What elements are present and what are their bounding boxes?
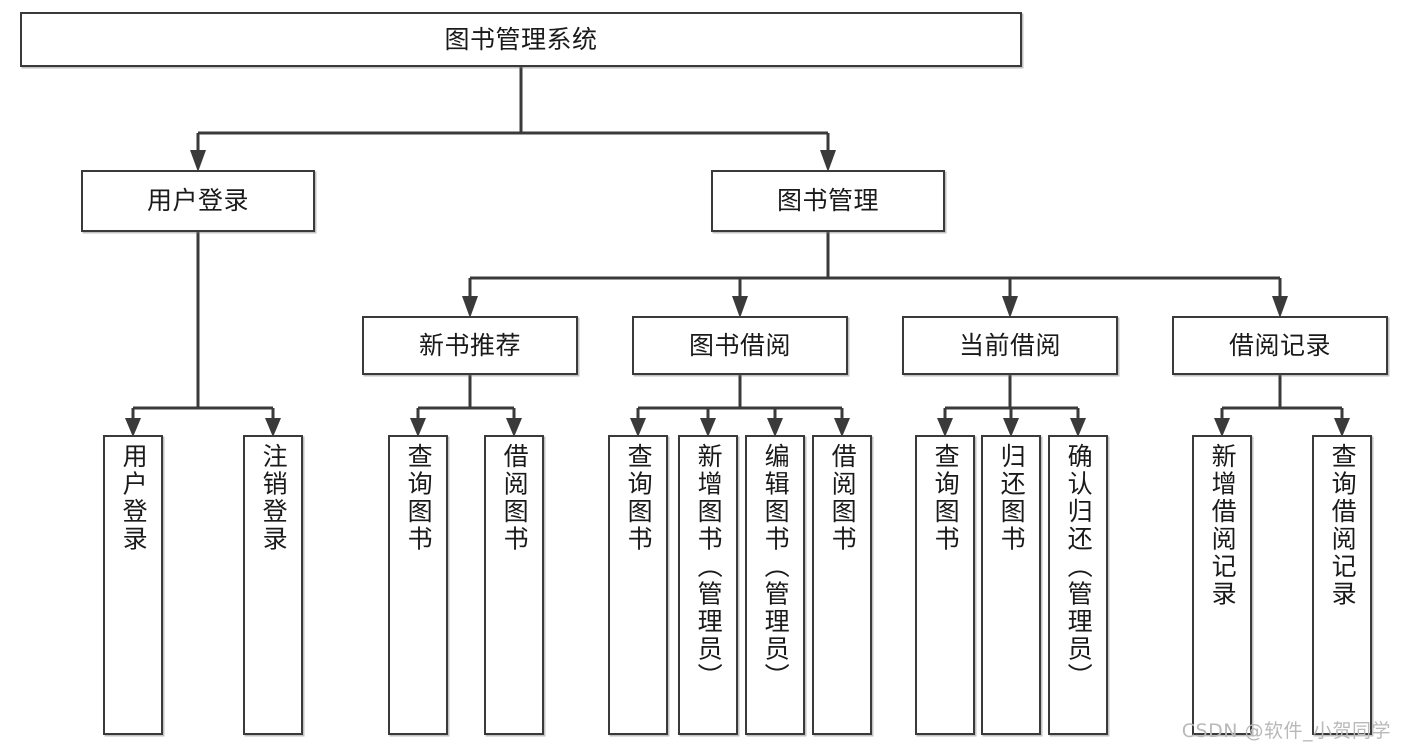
node-label: 当前借阅	[958, 330, 1061, 360]
leaf-user-login[interactable]: 用户登录	[103, 435, 163, 735]
leaf-query-book-borrow[interactable]: 查询图书	[608, 435, 668, 735]
leaf-user-logout[interactable]: 注销登录	[243, 435, 303, 735]
leaf-borrow-book[interactable]: 借阅图书	[812, 435, 872, 735]
node-book-borrow[interactable]: 图书借阅	[632, 316, 848, 375]
node-label: 编辑图书（管理员）	[761, 443, 791, 691]
node-label: 借阅图书	[500, 443, 530, 553]
node-label: 新增图书（管理员）	[694, 443, 724, 691]
node-label: 用户登录	[119, 443, 149, 553]
node-label: 注销登录	[259, 443, 289, 553]
node-label: 用户登录	[146, 186, 249, 216]
node-new-book-recommend[interactable]: 新书推荐	[362, 316, 578, 375]
node-label: 图书管理	[776, 186, 879, 216]
leaf-add-book-admin[interactable]: 新增图书（管理员）	[678, 435, 738, 735]
node-label: 借阅图书	[828, 443, 858, 553]
node-borrow-record[interactable]: 借阅记录	[1172, 316, 1388, 375]
node-root-system[interactable]: 图书管理系统	[20, 12, 1022, 67]
leaf-edit-book-admin[interactable]: 编辑图书（管理员）	[745, 435, 805, 735]
leaf-query-book-recommend[interactable]: 查询图书	[388, 435, 448, 735]
leaf-borrow-book-recommend[interactable]: 借阅图书	[484, 435, 544, 735]
leaf-add-borrow-record[interactable]: 新增借阅记录	[1192, 435, 1252, 735]
node-label: 查询图书	[931, 443, 961, 553]
node-label: 归还图书	[997, 443, 1027, 553]
node-label: 查询图书	[624, 443, 654, 553]
node-current-borrow[interactable]: 当前借阅	[902, 316, 1118, 375]
node-label: 新增借阅记录	[1208, 443, 1238, 608]
leaf-return-book[interactable]: 归还图书	[981, 435, 1041, 735]
node-label: 查询借阅记录	[1328, 443, 1358, 608]
node-book-management[interactable]: 图书管理	[711, 170, 945, 232]
node-label: 新书推荐	[418, 330, 521, 360]
node-label: 查询图书	[404, 443, 434, 553]
node-label: 借阅记录	[1228, 330, 1331, 360]
leaf-query-book-current[interactable]: 查询图书	[915, 435, 975, 735]
csdn-watermark: CSDN @软件_小贺同学	[1181, 720, 1391, 742]
node-label: 确认归还（管理员）	[1064, 443, 1094, 691]
node-label: 图书借阅	[688, 330, 791, 360]
leaf-confirm-return-admin[interactable]: 确认归还（管理员）	[1048, 435, 1108, 735]
node-user-login[interactable]: 用户登录	[81, 170, 315, 232]
node-label: 图书管理系统	[444, 24, 598, 54]
leaf-query-borrow-record[interactable]: 查询借阅记录	[1312, 435, 1372, 735]
